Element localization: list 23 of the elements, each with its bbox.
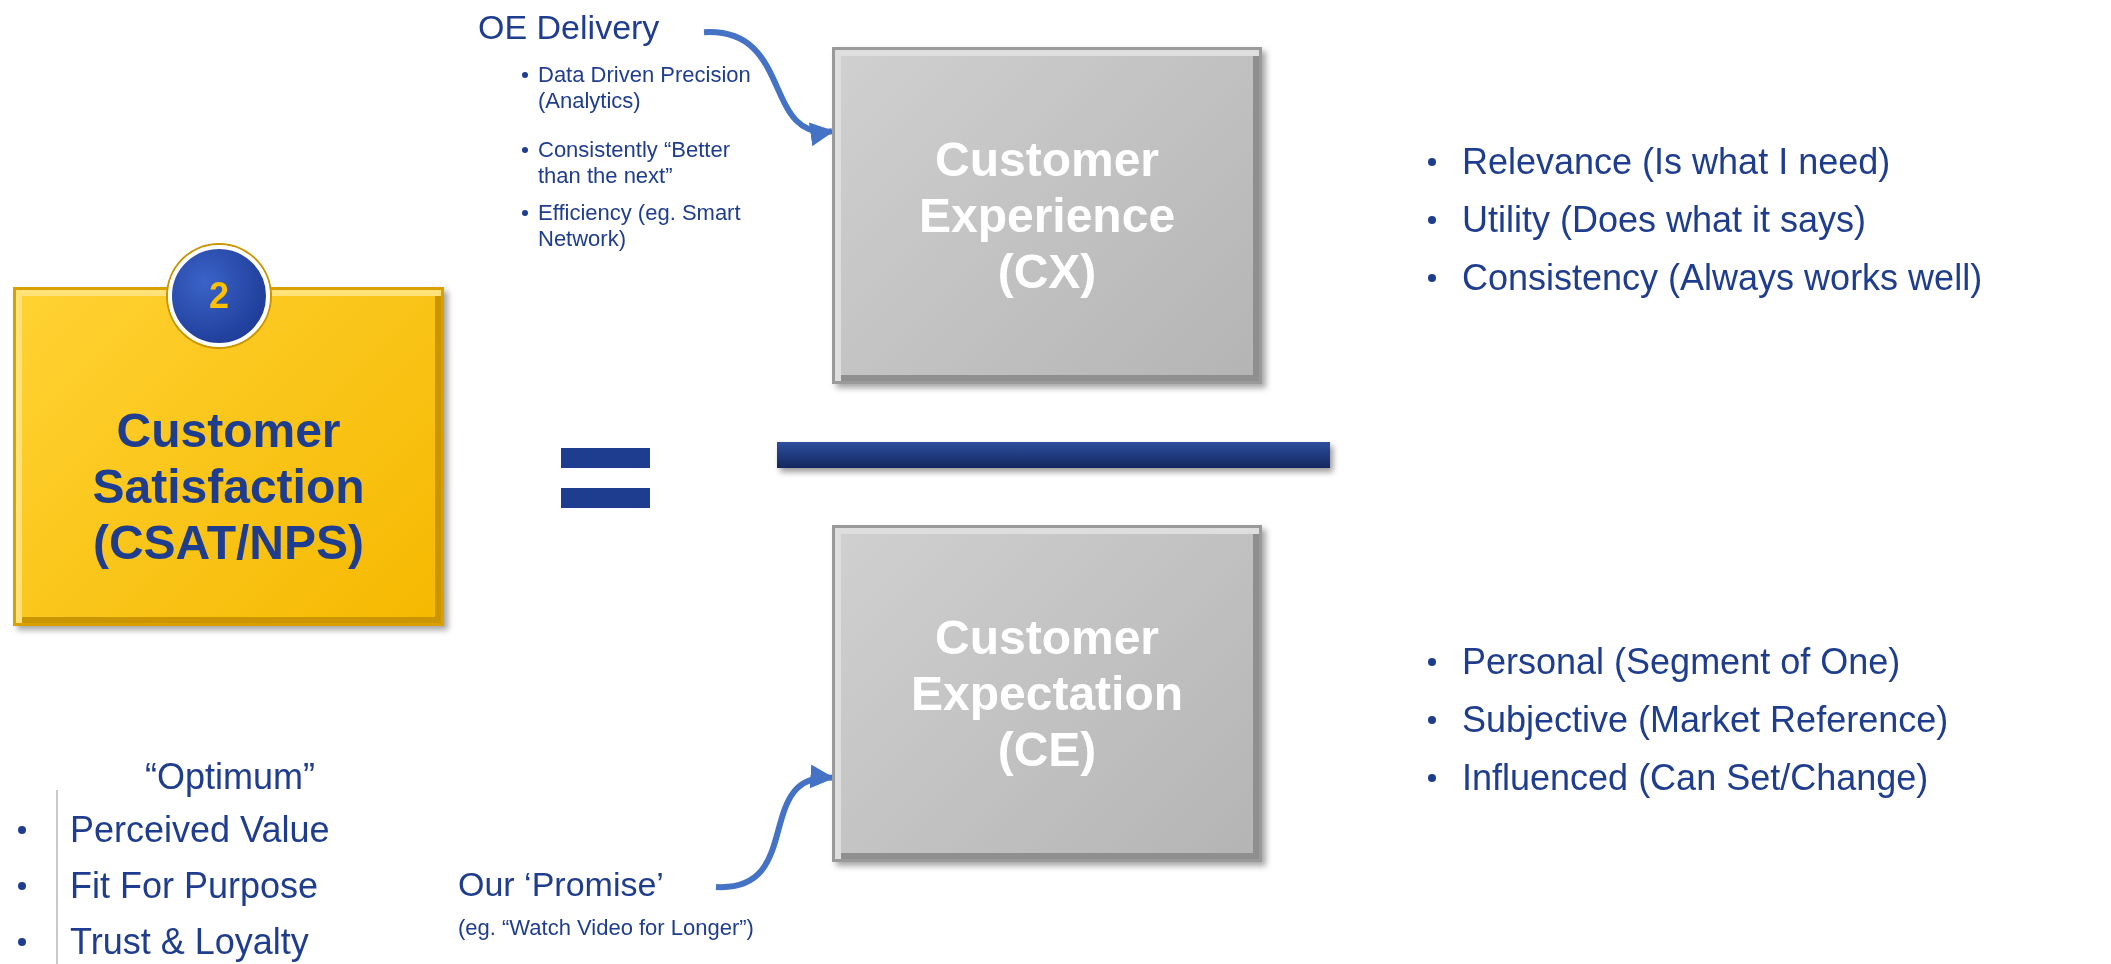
number-badge: 2 <box>168 245 270 347</box>
bullet-text: Influenced (Can Set/Change) <box>1462 756 1930 800</box>
box-title: Customer Expectation (CE) <box>909 609 1185 778</box>
label-text: “Optimum” <box>144 755 316 799</box>
bullet-text: Relevance (Is what I need) <box>1462 140 1892 184</box>
curved-arrow <box>715 767 835 890</box>
caption-text: (eg. “Watch Video for Longer”) <box>458 915 754 941</box>
fraction-bar <box>777 442 1330 468</box>
box-title: Customer Experience (CX) <box>917 131 1177 300</box>
bullet-text: Efficiency (eg. Smart Network) <box>538 200 742 253</box>
bullet-text: Perceived Value <box>70 808 331 852</box>
bullet-text: Utility (Does what it says) <box>1462 198 1868 242</box>
bullet-text: Consistency (Always works well) <box>1462 256 1984 300</box>
bullet-text: Subjective (Market Reference) <box>1462 698 1950 742</box>
curved-arrow <box>703 29 835 144</box>
heading-text: Our ‘Promise’ <box>458 865 716 909</box>
bullet-text: Consistently “Better than the next” <box>538 137 731 190</box>
box-title: Customer Satisfaction (CSAT/NPS) <box>91 402 366 571</box>
bullet-text: Fit For Purpose <box>70 864 320 908</box>
bullet-text: Personal (Segment of One) <box>1462 640 1902 684</box>
bullet-text: Trust & Loyalty <box>70 920 310 964</box>
bullet-text: Data Driven Precision (Analytics) <box>538 62 752 115</box>
heading-text: OE Delivery <box>478 8 704 52</box>
